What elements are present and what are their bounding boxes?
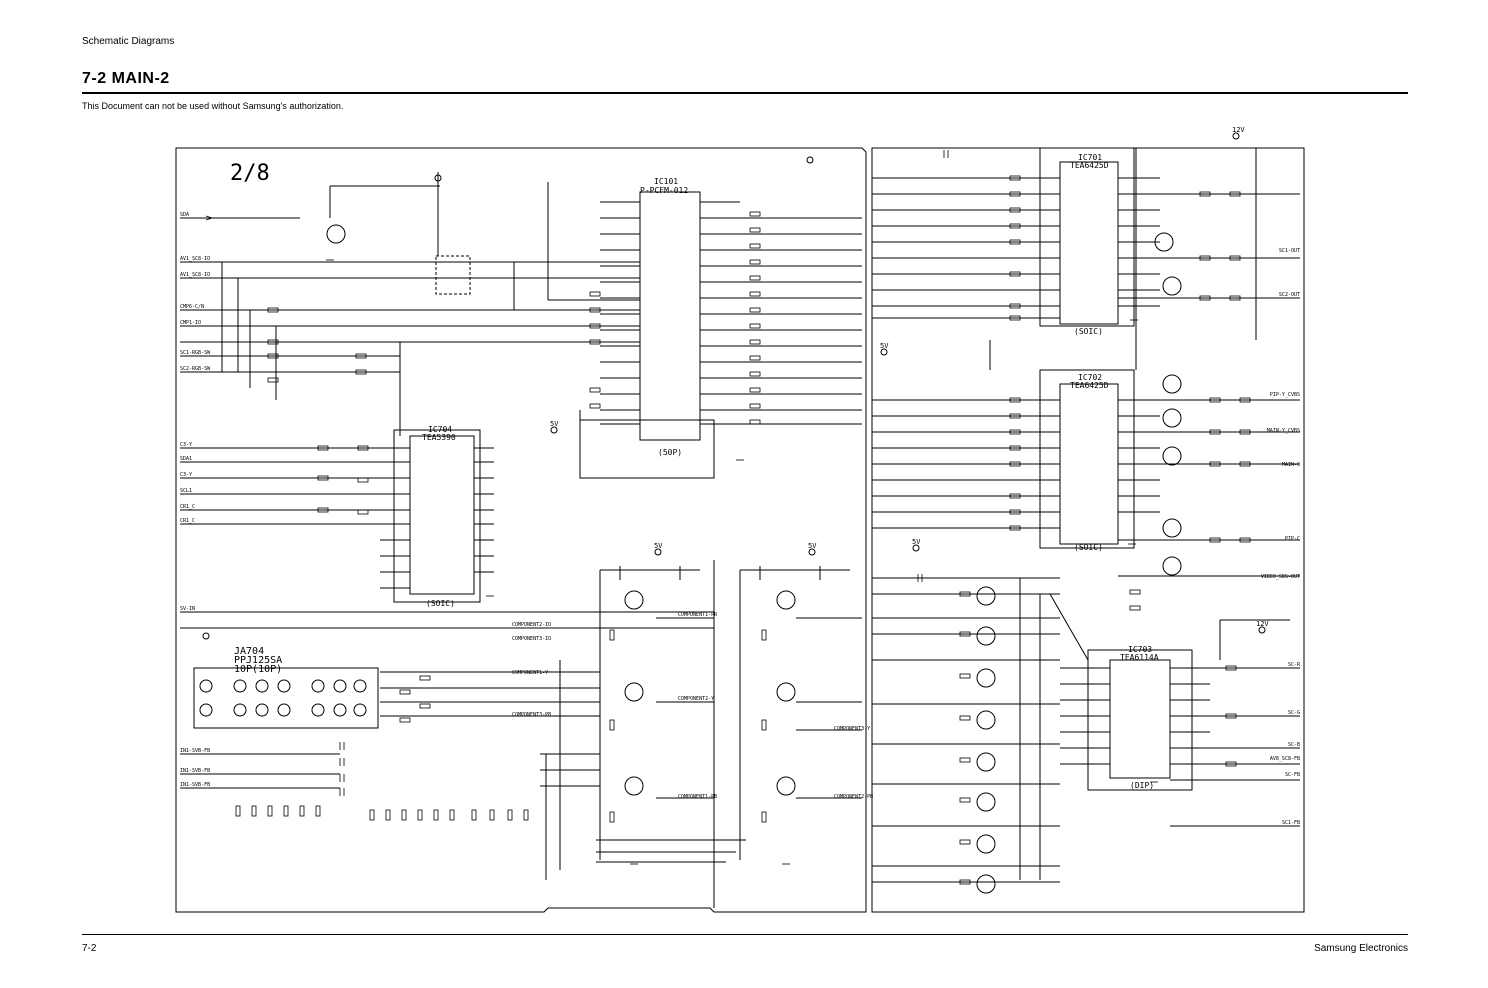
ic703-body (1109, 659, 1171, 779)
right-signal-labels: SC1-OUT SC2-OUT PIP-Y_CVBS MAIN-Y_CVBS M… (1261, 248, 1301, 826)
ja704-part: PPJ125SA (234, 655, 282, 666)
ic702-part: TEA6425D (1070, 381, 1109, 390)
right-signal-label: AV8_SC8-FB (1270, 756, 1300, 762)
right-signal-label: MAIN-Y_CVBS (1267, 428, 1300, 434)
left-signal-label: CR1_C (180, 518, 195, 524)
ic702-package: (SOIC) (1074, 543, 1103, 552)
component-label: COMPONENT3-PB (512, 712, 551, 718)
right-signal-label: SC-FB (1285, 772, 1300, 778)
right-signal-label: SC1-OUT (1279, 248, 1300, 254)
power-5v-label-c: 5V (912, 538, 921, 546)
ja704-connector (193, 667, 379, 729)
power-5v-label-d: 5V (880, 342, 889, 350)
right-signal-label: SC-G (1288, 710, 1300, 716)
left-signal-label: SCL1 (180, 488, 192, 494)
authorization-notice: This Document can not be used without Sa… (82, 101, 344, 111)
power-12v-label-b: 12V (1232, 126, 1245, 134)
brand-label: Samsung Electronics (1314, 943, 1408, 954)
left-signal-label: SDA1 (180, 456, 192, 462)
power-5v-label-e: 5V (550, 420, 559, 428)
ic101-package: (50P) (658, 448, 682, 457)
right-signal-label: SC1-FB (1282, 820, 1300, 826)
right-signal-label: VIDEO_SDG-OUT (1261, 574, 1300, 580)
ic702-body (1059, 383, 1119, 545)
ic701-package: (SOIC) (1074, 327, 1103, 336)
left-signal-label: SDA (180, 212, 189, 218)
left-signal-label: IN1-SVB-FB (180, 748, 210, 754)
header-rule (82, 92, 1408, 94)
left-signal-label: CR1_C (180, 504, 195, 510)
left-signal-label: AV1_SC8-IO (180, 272, 210, 278)
page-title: 7-2 MAIN-2 (82, 70, 170, 87)
right-signal-label: SC-B (1288, 742, 1300, 748)
right-signal-label: MAIN-C (1282, 462, 1300, 468)
ja704-ref: JA704 (234, 646, 264, 657)
right-signal-label: SC2-OUT (1279, 292, 1300, 298)
right-signal-label: PIP-Y_CVBS (1270, 392, 1300, 398)
ic701-part: TEA6425D (1070, 161, 1109, 170)
left-signal-label: AV1_SC8-IO (180, 256, 210, 262)
right-signal-label: PIP-C (1285, 536, 1300, 542)
left-signal-label: IN1-SVB-FB (180, 782, 210, 788)
right-signal-label: SC-R (1288, 662, 1301, 668)
sheet-label: 2/8 (230, 161, 270, 186)
left-board-frame (175, 147, 867, 913)
left-signal-label: SV-IN (180, 606, 195, 612)
component-label: COMPONENT1-PR (678, 612, 718, 618)
ic703-package: (DIP) (1130, 781, 1154, 790)
left-signal-label: IN1-SVB-FB (180, 768, 210, 774)
left-signal-label: C3-Y (180, 442, 192, 448)
footer-rule (82, 934, 1408, 935)
ic703-part: TEA6114A (1120, 653, 1159, 662)
power-5v-label-a: 5V (654, 542, 663, 550)
component-label: COMPONENT2-IO (512, 622, 551, 628)
component-label: COMPONENT3-Y (834, 726, 870, 732)
left-signal-label: SC1-RGB-SW (180, 350, 211, 356)
section-label: Schematic Diagrams (82, 36, 175, 47)
ic704-part: TEA5390 (422, 433, 456, 442)
component-label: COMPONENT2-Y (678, 696, 714, 702)
component-label: COMPONENT1-Y (512, 670, 548, 676)
right-board-frame (871, 147, 1305, 913)
left-signal-label: C3-Y (180, 472, 192, 478)
power-5v-label-b: 5V (808, 542, 817, 550)
ic704-ref: IC704 (428, 425, 452, 434)
ic701-ref: IC701 (1078, 153, 1102, 162)
ic704-package: (SOIC) (426, 599, 455, 608)
ic702-ref: IC702 (1078, 373, 1102, 382)
left-signal-labels: SDA AV1_SC8-IO AV1_SC8-IO CMP6-C/N CMP1-… (180, 212, 211, 788)
power-12v-label-a: 12V (1256, 620, 1269, 628)
component-label: COMPONENT3-IO (512, 636, 551, 642)
component-label: COMPONENT2-PB (834, 794, 873, 800)
component-output-labels: COMPONENT1-PR COMPONENT2-IO COMPONENT3-I… (512, 612, 873, 800)
ic101-ref: IC101 (654, 177, 678, 186)
left-signal-label: CMP6-C/N (180, 304, 204, 310)
ic101-body (639, 191, 701, 441)
ic101-part: P-PCFM-012 (640, 186, 688, 195)
ja704-pins: 10P(10P) (234, 664, 282, 675)
left-signal-label: SC2-RGB-SW (180, 366, 211, 372)
ic701-body (1059, 161, 1119, 325)
left-signal-label: CMP1-IO (180, 320, 201, 326)
ic703-ref: IC703 (1128, 645, 1152, 654)
page-number: 7-2 (82, 943, 97, 954)
ic704-body (409, 435, 475, 595)
component-label: COMPONENT1-PB (678, 794, 717, 800)
